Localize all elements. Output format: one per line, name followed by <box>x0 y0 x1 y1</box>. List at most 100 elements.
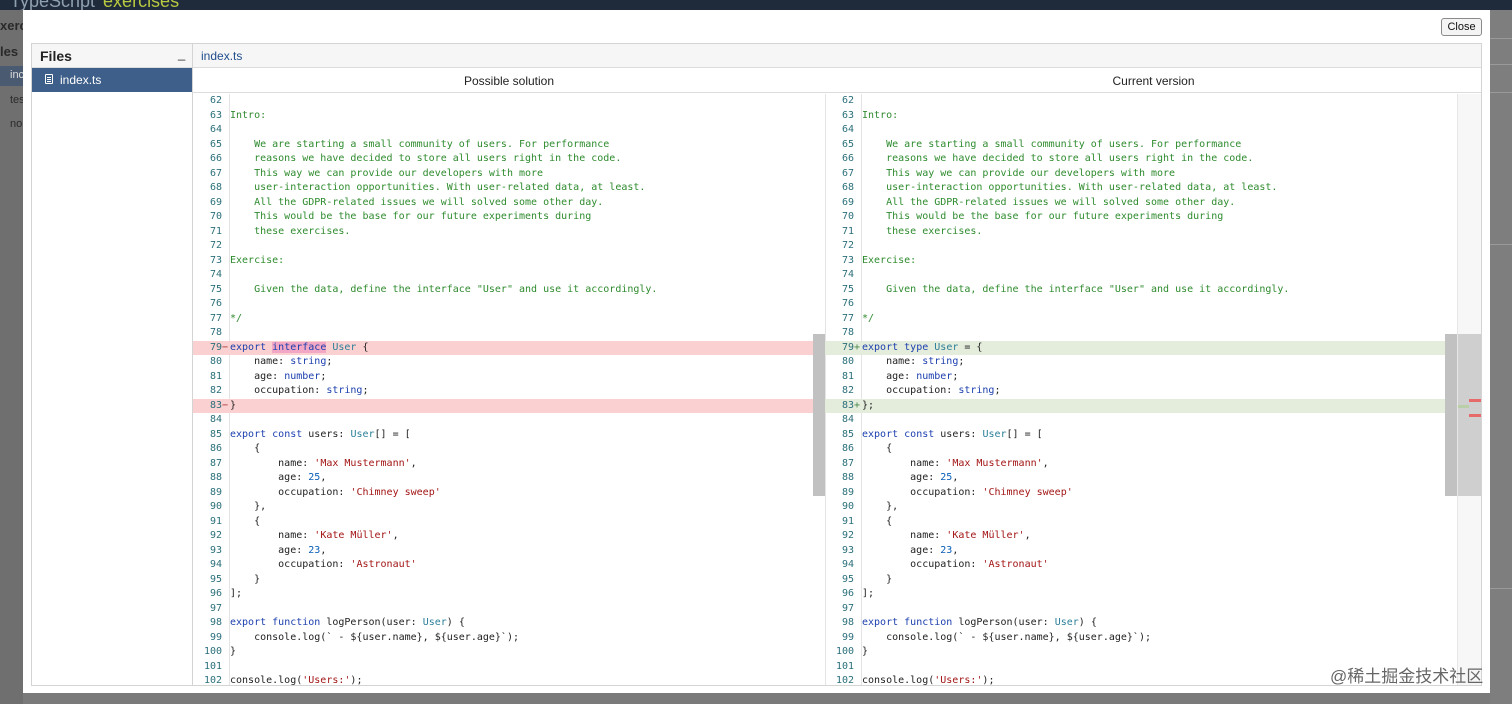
code-line[interactable]: 87 name: 'Max Mustermann', <box>825 457 1450 472</box>
code-line[interactable]: 101 <box>825 660 1450 675</box>
code-line[interactable]: 72 <box>825 239 1450 254</box>
code-line[interactable]: 74 <box>825 268 1450 283</box>
code-line[interactable]: 78 <box>825 326 1450 341</box>
code-line[interactable]: 89 occupation: 'Chimney sweep' <box>825 486 1450 501</box>
code-line[interactable]: 62 <box>193 94 825 109</box>
code-line[interactable]: 86 { <box>825 442 1450 457</box>
tab-index-ts[interactable]: index.ts <box>201 49 243 63</box>
code-line[interactable]: 74 <box>193 268 825 283</box>
code-line[interactable]: 71 these exercises. <box>825 225 1450 240</box>
code-line[interactable]: 68 user-interaction opportunities. With … <box>193 181 825 196</box>
diff-marker: + <box>854 341 861 353</box>
code-line[interactable]: 69 All the GDPR-related issues we will s… <box>825 196 1450 211</box>
code-line[interactable]: 75 Given the data, define the interface … <box>193 283 825 298</box>
code-line[interactable]: 100} <box>193 645 825 660</box>
code-line[interactable]: 80 name: string; <box>193 355 825 370</box>
code-line[interactable]: 96]; <box>193 587 825 602</box>
code-line[interactable]: 67 This way we can provide our developer… <box>193 167 825 182</box>
code-line[interactable]: 76 <box>825 297 1450 312</box>
line-number: 92 <box>209 530 222 541</box>
code-line[interactable]: 69 All the GDPR-related issues we will s… <box>193 196 825 211</box>
code-line[interactable]: 67 This way we can provide our developer… <box>825 167 1450 182</box>
code-line[interactable]: 92 name: 'Kate Müller', <box>825 529 1450 544</box>
code-line[interactable]: 75 Given the data, define the interface … <box>825 283 1450 298</box>
code-line[interactable]: 90 }, <box>193 500 825 515</box>
code-line[interactable]: 99 console.log(` - ${user.name}, ${user.… <box>193 631 825 646</box>
file-item-index-ts[interactable]: index.ts <box>32 68 192 92</box>
code-text: All the GDPR-related issues we will solv… <box>230 196 604 208</box>
code-line[interactable]: 92 name: 'Kate Müller', <box>193 529 825 544</box>
code-line[interactable]: 90 }, <box>825 500 1450 515</box>
code-line[interactable]: 72 <box>193 239 825 254</box>
code-text: } <box>230 573 261 585</box>
code-line[interactable]: 99 console.log(` - ${user.name}, ${user.… <box>825 631 1450 646</box>
code-line[interactable]: 71 these exercises. <box>193 225 825 240</box>
code-line[interactable]: 91 { <box>825 515 1450 530</box>
code-line[interactable]: 100} <box>825 645 1450 660</box>
code-line[interactable]: 101 <box>193 660 825 675</box>
added-code-line[interactable]: 79+export type User = { <box>825 340 1450 355</box>
collapse-icon[interactable]: _ <box>178 46 186 61</box>
code-line[interactable]: 78 <box>193 326 825 341</box>
code-line[interactable]: 81 age: number; <box>193 370 825 385</box>
code-line[interactable]: 94 occupation: 'Astronaut' <box>193 558 825 573</box>
right-scrollbar-thumb[interactable] <box>1445 334 1457 496</box>
code-line[interactable]: 95 } <box>193 573 825 588</box>
code-line[interactable]: 77*/ <box>825 312 1450 327</box>
code-line[interactable]: 77*/ <box>193 312 825 327</box>
line-number: 88 <box>209 472 222 483</box>
code-text: name: 'Kate Müller', <box>230 530 399 541</box>
code-line[interactable]: 65 We are starting a small community of … <box>825 138 1450 153</box>
code-line[interactable]: 66 reasons we have decided to store all … <box>193 152 825 167</box>
code-line[interactable]: 68 user-interaction opportunities. With … <box>825 181 1450 196</box>
line-number: 88 <box>841 472 854 483</box>
code-text: { <box>230 515 261 527</box>
code-line[interactable]: 96]; <box>825 587 1450 602</box>
added-code-line[interactable]: 83+}; <box>825 398 1450 413</box>
code-line[interactable]: 62 <box>825 94 1450 109</box>
code-line[interactable]: 89 occupation: 'Chimney sweep' <box>193 486 825 501</box>
close-button[interactable]: Close <box>1441 18 1482 36</box>
code-line[interactable]: 76 <box>193 297 825 312</box>
code-line[interactable]: 81 age: number; <box>825 370 1450 385</box>
left-scrollbar-thumb[interactable] <box>813 334 825 496</box>
code-line[interactable]: 91 { <box>193 515 825 530</box>
code-line[interactable]: 82 occupation: string; <box>193 384 825 399</box>
code-line[interactable]: 94 occupation: 'Astronaut' <box>825 558 1450 573</box>
code-line[interactable]: 93 age: 23, <box>193 544 825 559</box>
code-line[interactable]: 70 This would be the base for our future… <box>825 210 1450 225</box>
code-line[interactable]: 64 <box>193 123 825 138</box>
code-line[interactable]: 86 { <box>193 442 825 457</box>
code-line[interactable]: 88 age: 25, <box>193 471 825 486</box>
removed-code-line[interactable]: 83−} <box>193 398 825 413</box>
code-line[interactable]: 95 } <box>825 573 1450 588</box>
code-line[interactable]: 82 occupation: string; <box>825 384 1450 399</box>
code-line[interactable]: 88 age: 25, <box>825 471 1450 486</box>
code-line[interactable]: 87 name: 'Max Mustermann', <box>193 457 825 472</box>
code-line[interactable]: 97 <box>193 602 825 617</box>
code-line[interactable]: 65 We are starting a small community of … <box>193 138 825 153</box>
code-line[interactable]: 84 <box>193 413 825 428</box>
code-line[interactable]: 97 <box>825 602 1450 617</box>
code-line[interactable]: 84 <box>825 413 1450 428</box>
removed-code-line[interactable]: 79−export interface User { <box>193 340 825 355</box>
diff-overview-ruler[interactable] <box>1457 94 1481 685</box>
code-line[interactable]: 70 This would be the base for our future… <box>193 210 825 225</box>
code-line[interactable]: 64 <box>825 123 1450 138</box>
code-text: occupation: 'Astronaut' <box>230 559 417 570</box>
code-line[interactable]: 80 name: string; <box>825 355 1450 370</box>
code-line[interactable]: 66 reasons we have decided to store all … <box>825 152 1450 167</box>
code-line[interactable]: 93 age: 23, <box>825 544 1450 559</box>
